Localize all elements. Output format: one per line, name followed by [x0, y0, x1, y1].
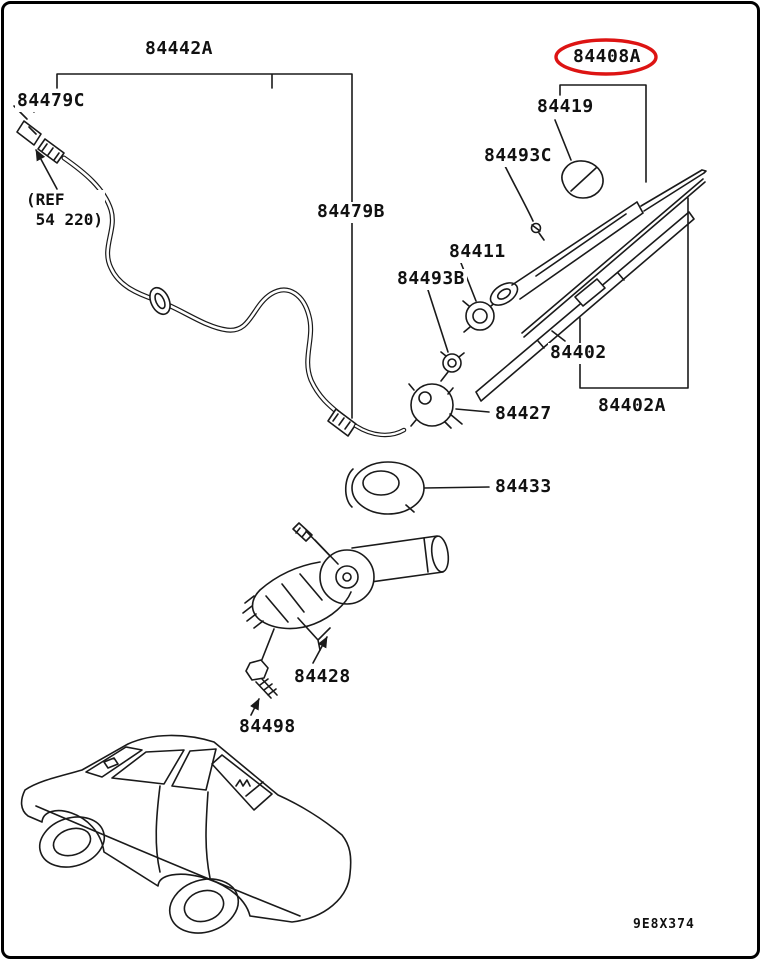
part-label-84411[interactable]: 84411: [447, 241, 508, 263]
highlight-oval: [554, 38, 658, 76]
drawing-code: 9E8X374: [633, 917, 695, 932]
wiper-arm-blade-drawing: [427, 38, 707, 402]
part-label-84428[interactable]: 84428: [292, 666, 353, 688]
wiper-motor-drawing: [242, 522, 450, 716]
part-label-84493B[interactable]: 84493B: [395, 268, 468, 290]
part-label-84419[interactable]: 84419: [535, 96, 596, 118]
cover-84433-drawing: [344, 461, 490, 515]
car-outline-drawing: [20, 734, 352, 934]
part-label-84498[interactable]: 84498: [237, 716, 298, 738]
part-label-84402[interactable]: 84402: [548, 342, 609, 364]
part-label-84427[interactable]: 84427: [493, 403, 554, 425]
bracket-84442a: [56, 73, 353, 419]
part-label-84408A-highlighted[interactable]: 84408A: [573, 46, 642, 67]
washer-hose-drawing: [61, 155, 407, 438]
grommet-84427-drawing: [408, 383, 490, 429]
part-label-84433[interactable]: 84433: [493, 476, 554, 498]
washer-nozzle-drawing: [13, 98, 65, 190]
reference-note: (REF 54 220): [24, 190, 106, 230]
rear-wiper-mark: [235, 779, 264, 797]
part-label-84479B[interactable]: 84479B: [315, 201, 388, 223]
part-label-84493C[interactable]: 84493C: [482, 145, 555, 167]
part-label-84479C[interactable]: 84479C: [15, 90, 88, 112]
part-label-84442A[interactable]: 84442A: [143, 38, 216, 60]
part-label-84402A[interactable]: 84402A: [596, 395, 669, 417]
